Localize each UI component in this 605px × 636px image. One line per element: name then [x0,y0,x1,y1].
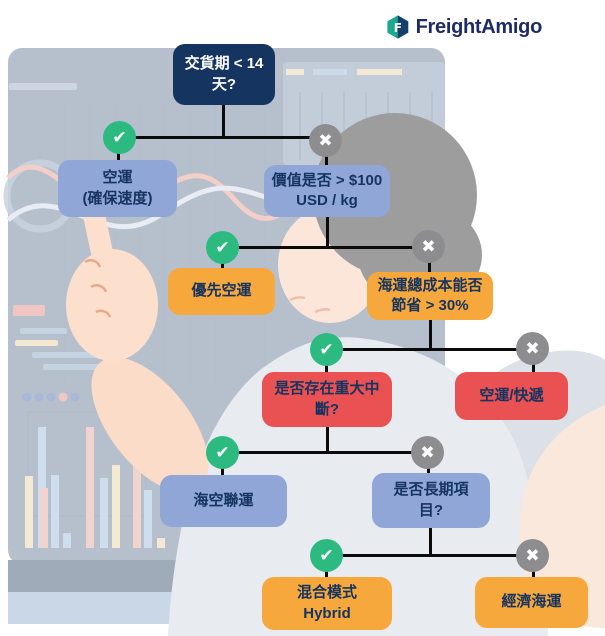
curled-fingers [84,259,112,318]
connector-line [326,427,329,454]
palm [66,249,158,361]
arm [91,357,209,493]
freightamigo-logo-icon: F [387,15,409,39]
connector-line [325,570,328,577]
check-glyph: ✔ [215,238,230,257]
yes-check-icon: ✔ [206,231,239,264]
check-glyph: ✔ [319,340,334,359]
cross-glyph: ✖ [318,131,333,150]
no-cross-icon: ✖ [412,230,445,263]
node-label: 海空聯運 [193,491,254,509]
node-value-question: 價值是否 > $100 USD / kg [264,165,390,217]
connector-line [326,348,534,351]
no-cross-icon: ✖ [516,332,549,365]
blush-marks [289,296,331,314]
node-economy-sea: 經濟海運 [475,577,588,628]
node-label: 空運/快遞 [479,386,544,404]
cross-glyph: ✖ [421,237,436,256]
no-cross-icon: ✖ [411,436,444,469]
node-label: 是否長期項 目? [393,481,469,519]
node-label: 空運 (確保速度) [82,169,153,207]
yes-check-icon: ✔ [103,121,136,154]
node-sea-air-combined: 海空聯運 [160,475,287,527]
connector-line [326,217,329,249]
node-delivery-question: 交貨期 < 14 天? [173,44,275,105]
brand-logo: F FreightAmigo [378,8,551,46]
cross-glyph: ✖ [525,339,540,358]
check-glyph: ✔ [112,128,127,147]
connector-line [221,467,224,475]
brand-name: FreightAmigo [415,15,543,38]
check-glyph: ✔ [319,546,334,565]
white-wave-line [6,185,303,229]
peach-blob [519,405,605,628]
dots-row [22,392,80,402]
connector-line [222,104,225,139]
yes-check-icon: ✔ [206,436,239,469]
connector-line [325,155,328,166]
connector-line [428,261,431,272]
no-cross-icon: ✖ [516,539,549,572]
node-long-term-question: 是否長期項 目? [372,473,490,528]
connector-line [532,363,535,372]
node-label: 是否存在重大中 斷? [274,380,380,418]
connector-line [326,554,534,557]
connector-line [429,528,432,557]
node-label: 交貨期 < 14 天? [184,55,264,93]
node-label: 混合模式 Hybrid [296,584,357,622]
node-priority-air: 優先空運 [168,268,275,315]
pointing-hand [66,198,209,493]
cross-glyph: ✖ [420,443,435,462]
no-cross-icon: ✖ [309,124,342,157]
yes-check-icon: ✔ [310,539,343,572]
node-label: 價值是否 > $100 USD / kg [271,171,383,209]
connector-line [325,364,328,372]
check-glyph: ✔ [215,443,230,462]
connector-line [427,467,430,474]
node-sea-cost-question: 海運總成本能否 節省 > 30% [367,272,493,320]
node-label: 海運總成本能否 節省 > 30% [377,276,483,314]
connector-line [222,246,430,249]
connector-line [222,451,429,454]
index-finger [81,198,121,298]
cross-glyph: ✖ [525,546,540,565]
connector-line [429,320,432,350]
node-hybrid-mode: 混合模式 Hybrid [262,577,392,630]
node-air-freight: 空運 (確保速度) [58,160,177,217]
connector-line [221,263,224,269]
connector-line [532,570,535,577]
node-disruption-question: 是否存在重大中 斷? [262,372,392,427]
svg-text:F: F [394,21,402,35]
node-label: 經濟海運 [501,593,562,611]
connector-line [117,152,120,161]
connector-line [119,136,329,139]
node-air-express: 空運/快遞 [455,372,568,420]
yes-check-icon: ✔ [310,333,343,366]
node-label: 優先空運 [191,282,252,300]
